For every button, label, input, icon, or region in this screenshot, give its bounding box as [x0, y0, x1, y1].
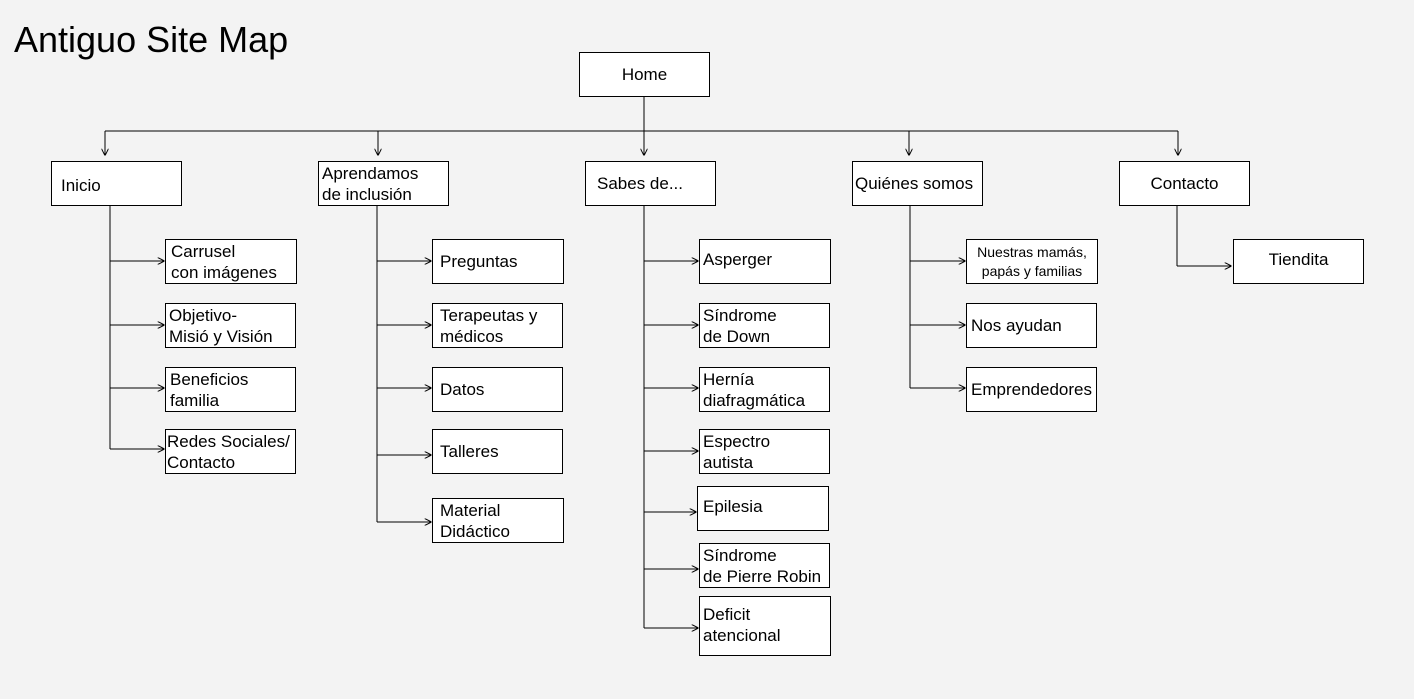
page-title: Antiguo Site Map [14, 19, 289, 60]
node-inicio-item: Beneficios familia [165, 367, 296, 412]
node-contacto: Contacto [1119, 161, 1250, 206]
node-aprendamos: Aprendamos de inclusión [318, 161, 449, 206]
node-home: Home [579, 52, 710, 97]
node-quienes: Quiénes somos [852, 161, 983, 206]
node-inicio-item: Objetivo- Misió y Visión [165, 303, 296, 348]
node-sabes-item: Asperger [699, 239, 831, 284]
node-quienes-item: Nuestras mamás, papás y familias [966, 239, 1098, 284]
node-aprendamos-item: Talleres [432, 429, 563, 474]
node-quienes-item: Emprendedores [966, 367, 1097, 412]
node-inicio: Inicio [51, 161, 182, 206]
node-aprendamos-item: Preguntas [432, 239, 564, 284]
node-inicio-item: Carrusel con imágenes [165, 239, 297, 284]
node-sabes-item: Hernía diafragmática [699, 367, 830, 412]
node-aprendamos-item: Material Didáctico [432, 498, 564, 543]
node-aprendamos-item: Terapeutas y médicos [432, 303, 563, 348]
node-sabes-item: Síndrome de Down [699, 303, 830, 348]
node-quienes-item: Nos ayudan [966, 303, 1097, 348]
node-inicio-item: Redes Sociales/ Contacto [165, 429, 296, 474]
node-sabes: Sabes de... [585, 161, 716, 206]
node-contacto-item: Tiendita [1233, 239, 1364, 284]
node-sabes-item: Deficit atencional [699, 596, 831, 656]
node-sabes-item: Espectro autista [699, 429, 830, 474]
node-sabes-item: Epilesia [697, 486, 829, 531]
node-sabes-item: Síndrome de Pierre Robin [699, 543, 830, 588]
node-aprendamos-item: Datos [432, 367, 563, 412]
